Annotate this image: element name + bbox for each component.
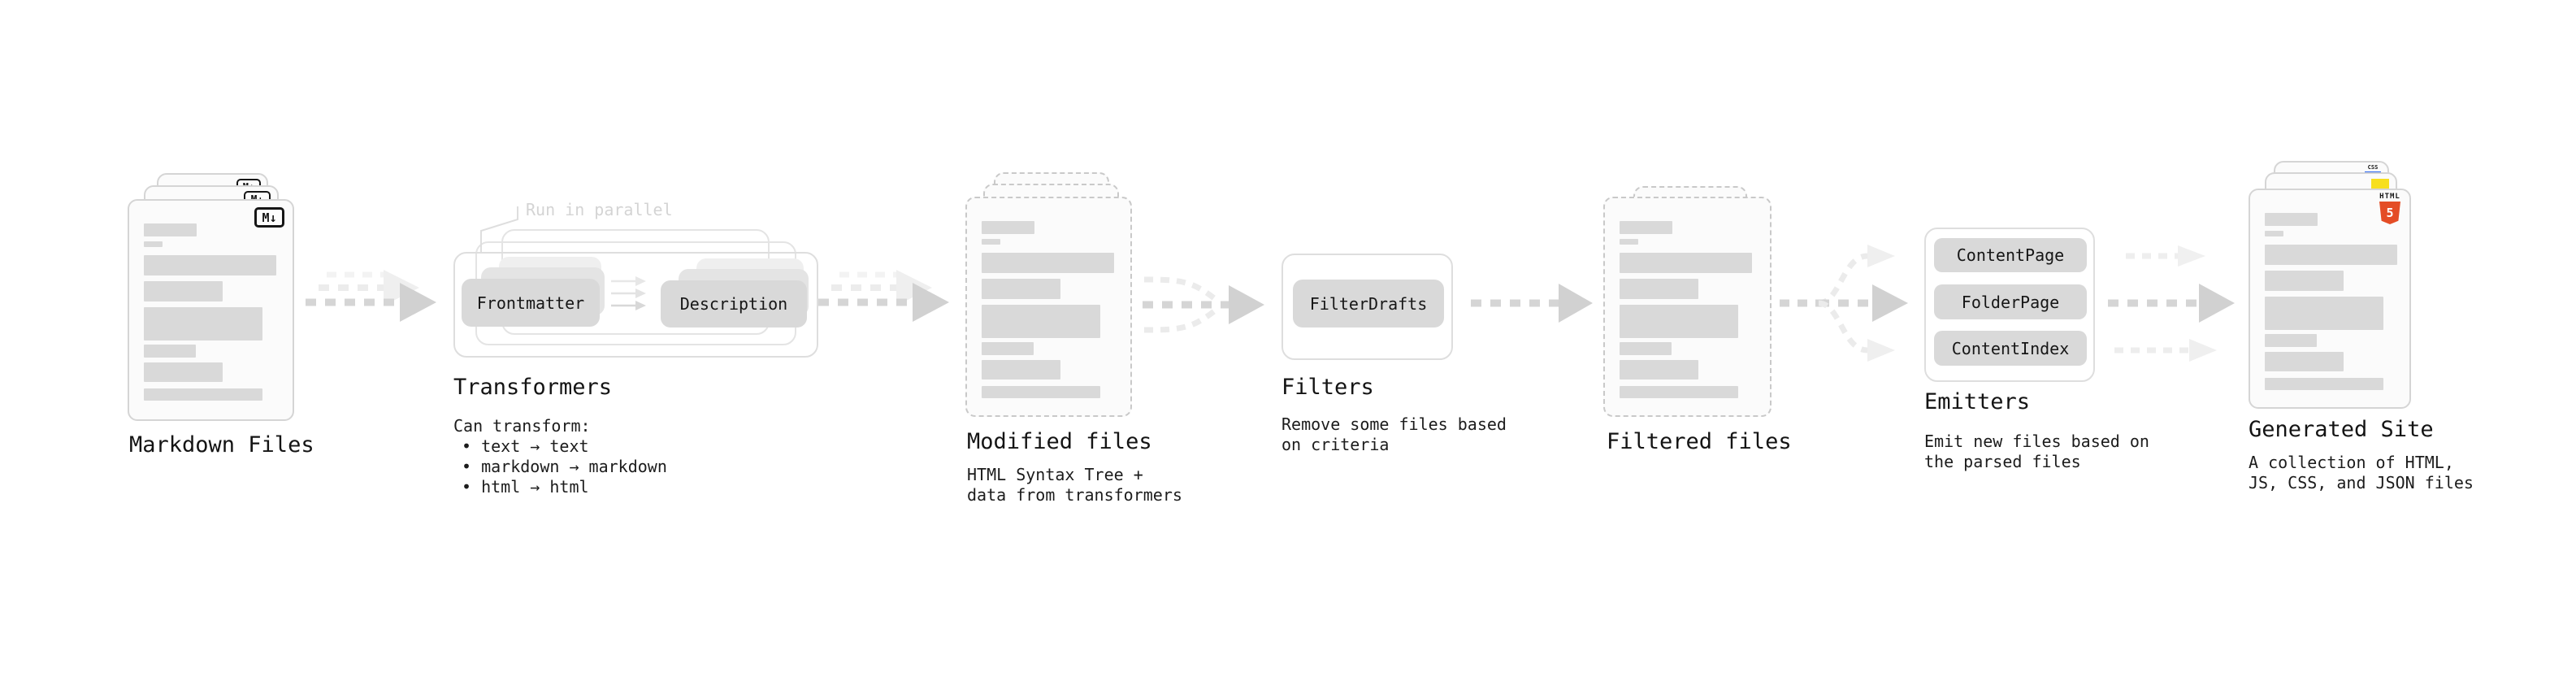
label-filtered-files: Filtered files [1607, 429, 1792, 454]
markdown-icon: M↓ [254, 207, 284, 228]
desc-generated-site: A collection of HTML, JS, CSS, and JSON … [2249, 453, 2474, 493]
label-generated-site: Generated Site [2249, 417, 2434, 442]
placeholder-bar [2265, 231, 2283, 236]
parallel-arrows-icon [611, 276, 646, 310]
placeholder-bar [144, 307, 262, 340]
placeholder-bar [1620, 221, 1672, 234]
placeholder-bar [144, 255, 276, 275]
label-modified-files: Modified files [967, 429, 1152, 454]
placeholder-text-lines [2265, 213, 2397, 390]
pill-frontmatter: Frontmatter [462, 279, 600, 327]
file-card-front: M↓ [128, 199, 294, 421]
arrow-markdown-to-transformers-icon [306, 270, 436, 322]
placeholder-bar [144, 345, 196, 358]
file-card-front [965, 197, 1132, 417]
placeholder-bar [2265, 334, 2317, 347]
placeholder-text-lines [144, 223, 276, 401]
label-transformers: Transformers [453, 375, 613, 400]
placeholder-bar [144, 241, 163, 247]
arrow-transformers-to-modified-icon [818, 270, 949, 322]
placeholder-bar [982, 342, 1034, 355]
pill-description: Description [661, 280, 807, 327]
desc-bullet: • markdown → markdown [462, 457, 667, 476]
desc-line: Emit new files based on [1924, 432, 2149, 451]
arrow-filters-to-filtered-icon [1471, 284, 1593, 323]
placeholder-bar [144, 223, 197, 236]
label-filters: Filters [1281, 375, 1374, 400]
placeholder-bar [982, 360, 1060, 380]
pill-contentpage: ContentPage [1934, 238, 2087, 272]
arrow-filtered-to-emitters-icon [1780, 245, 1908, 362]
transformers-frame-front [453, 252, 818, 358]
placeholder-bar [2265, 352, 2344, 371]
file-card-front: HTML 5 [2249, 189, 2411, 409]
placeholder-bar [982, 279, 1060, 299]
placeholder-bar [1620, 253, 1752, 273]
desc-transformers: Can transform: • text → text • markdown … [453, 416, 667, 497]
callout-line-icon [480, 206, 518, 254]
placeholder-text-lines [1620, 221, 1752, 398]
html5-icon: HTML 5 [2378, 193, 2402, 224]
run-in-parallel-label: Run in parallel [526, 200, 673, 219]
placeholder-bar [2265, 245, 2397, 265]
placeholder-bar [982, 253, 1114, 273]
emitters-frame [1924, 228, 2095, 382]
desc-bullet: • text → text [462, 436, 589, 456]
placeholder-bar [144, 281, 223, 301]
placeholder-bar [982, 221, 1034, 234]
placeholder-bar [144, 388, 262, 401]
placeholder-bar [982, 386, 1100, 398]
placeholder-bar [144, 362, 223, 382]
pill-folderpage: FolderPage [1934, 284, 2087, 319]
pill-contentindex: ContentIndex [1934, 331, 2087, 366]
placeholder-bar [982, 305, 1100, 338]
desc-filters: Remove some files based on criteria [1281, 414, 1507, 455]
desc-line: HTML Syntax Tree + [967, 465, 1143, 484]
desc-line: A collection of HTML, [2249, 453, 2454, 472]
label-markdown-files: Markdown Files [129, 432, 314, 458]
placeholder-bar [982, 239, 1000, 245]
desc-line: on criteria [1281, 435, 1390, 454]
arrow-emitters-to-generated-icon [2108, 245, 2235, 362]
placeholder-bar [1620, 342, 1672, 355]
placeholder-bar [2265, 213, 2318, 226]
label-emitters: Emitters [1924, 389, 2031, 414]
placeholder-bar [1620, 305, 1738, 338]
desc-line: JS, CSS, and JSON files [2249, 473, 2474, 492]
placeholder-text-lines [982, 221, 1114, 398]
desc-emitters: Emit new files based on the parsed files [1924, 432, 2149, 472]
file-card-front [1603, 197, 1772, 417]
desc-line: the parsed files [1924, 452, 2081, 471]
desc-line: Remove some files based [1281, 414, 1507, 434]
pill-filterdrafts: FilterDrafts [1293, 280, 1444, 327]
placeholder-bar [1620, 386, 1738, 398]
placeholder-bar [2265, 271, 2344, 291]
placeholder-bar [2265, 297, 2383, 330]
desc-bullet: • html → html [462, 477, 589, 497]
arrow-modified-to-filters-icon [1143, 276, 1264, 333]
filters-frame [1281, 254, 1453, 360]
placeholder-bar [2265, 378, 2383, 390]
desc-modified-files: HTML Syntax Tree + data from transformer… [967, 465, 1182, 505]
placeholder-bar [1620, 239, 1638, 245]
placeholder-bar [1620, 360, 1698, 380]
desc-line: data from transformers [967, 485, 1182, 505]
desc-line: Can transform: [453, 416, 591, 436]
placeholder-bar [1620, 279, 1698, 299]
